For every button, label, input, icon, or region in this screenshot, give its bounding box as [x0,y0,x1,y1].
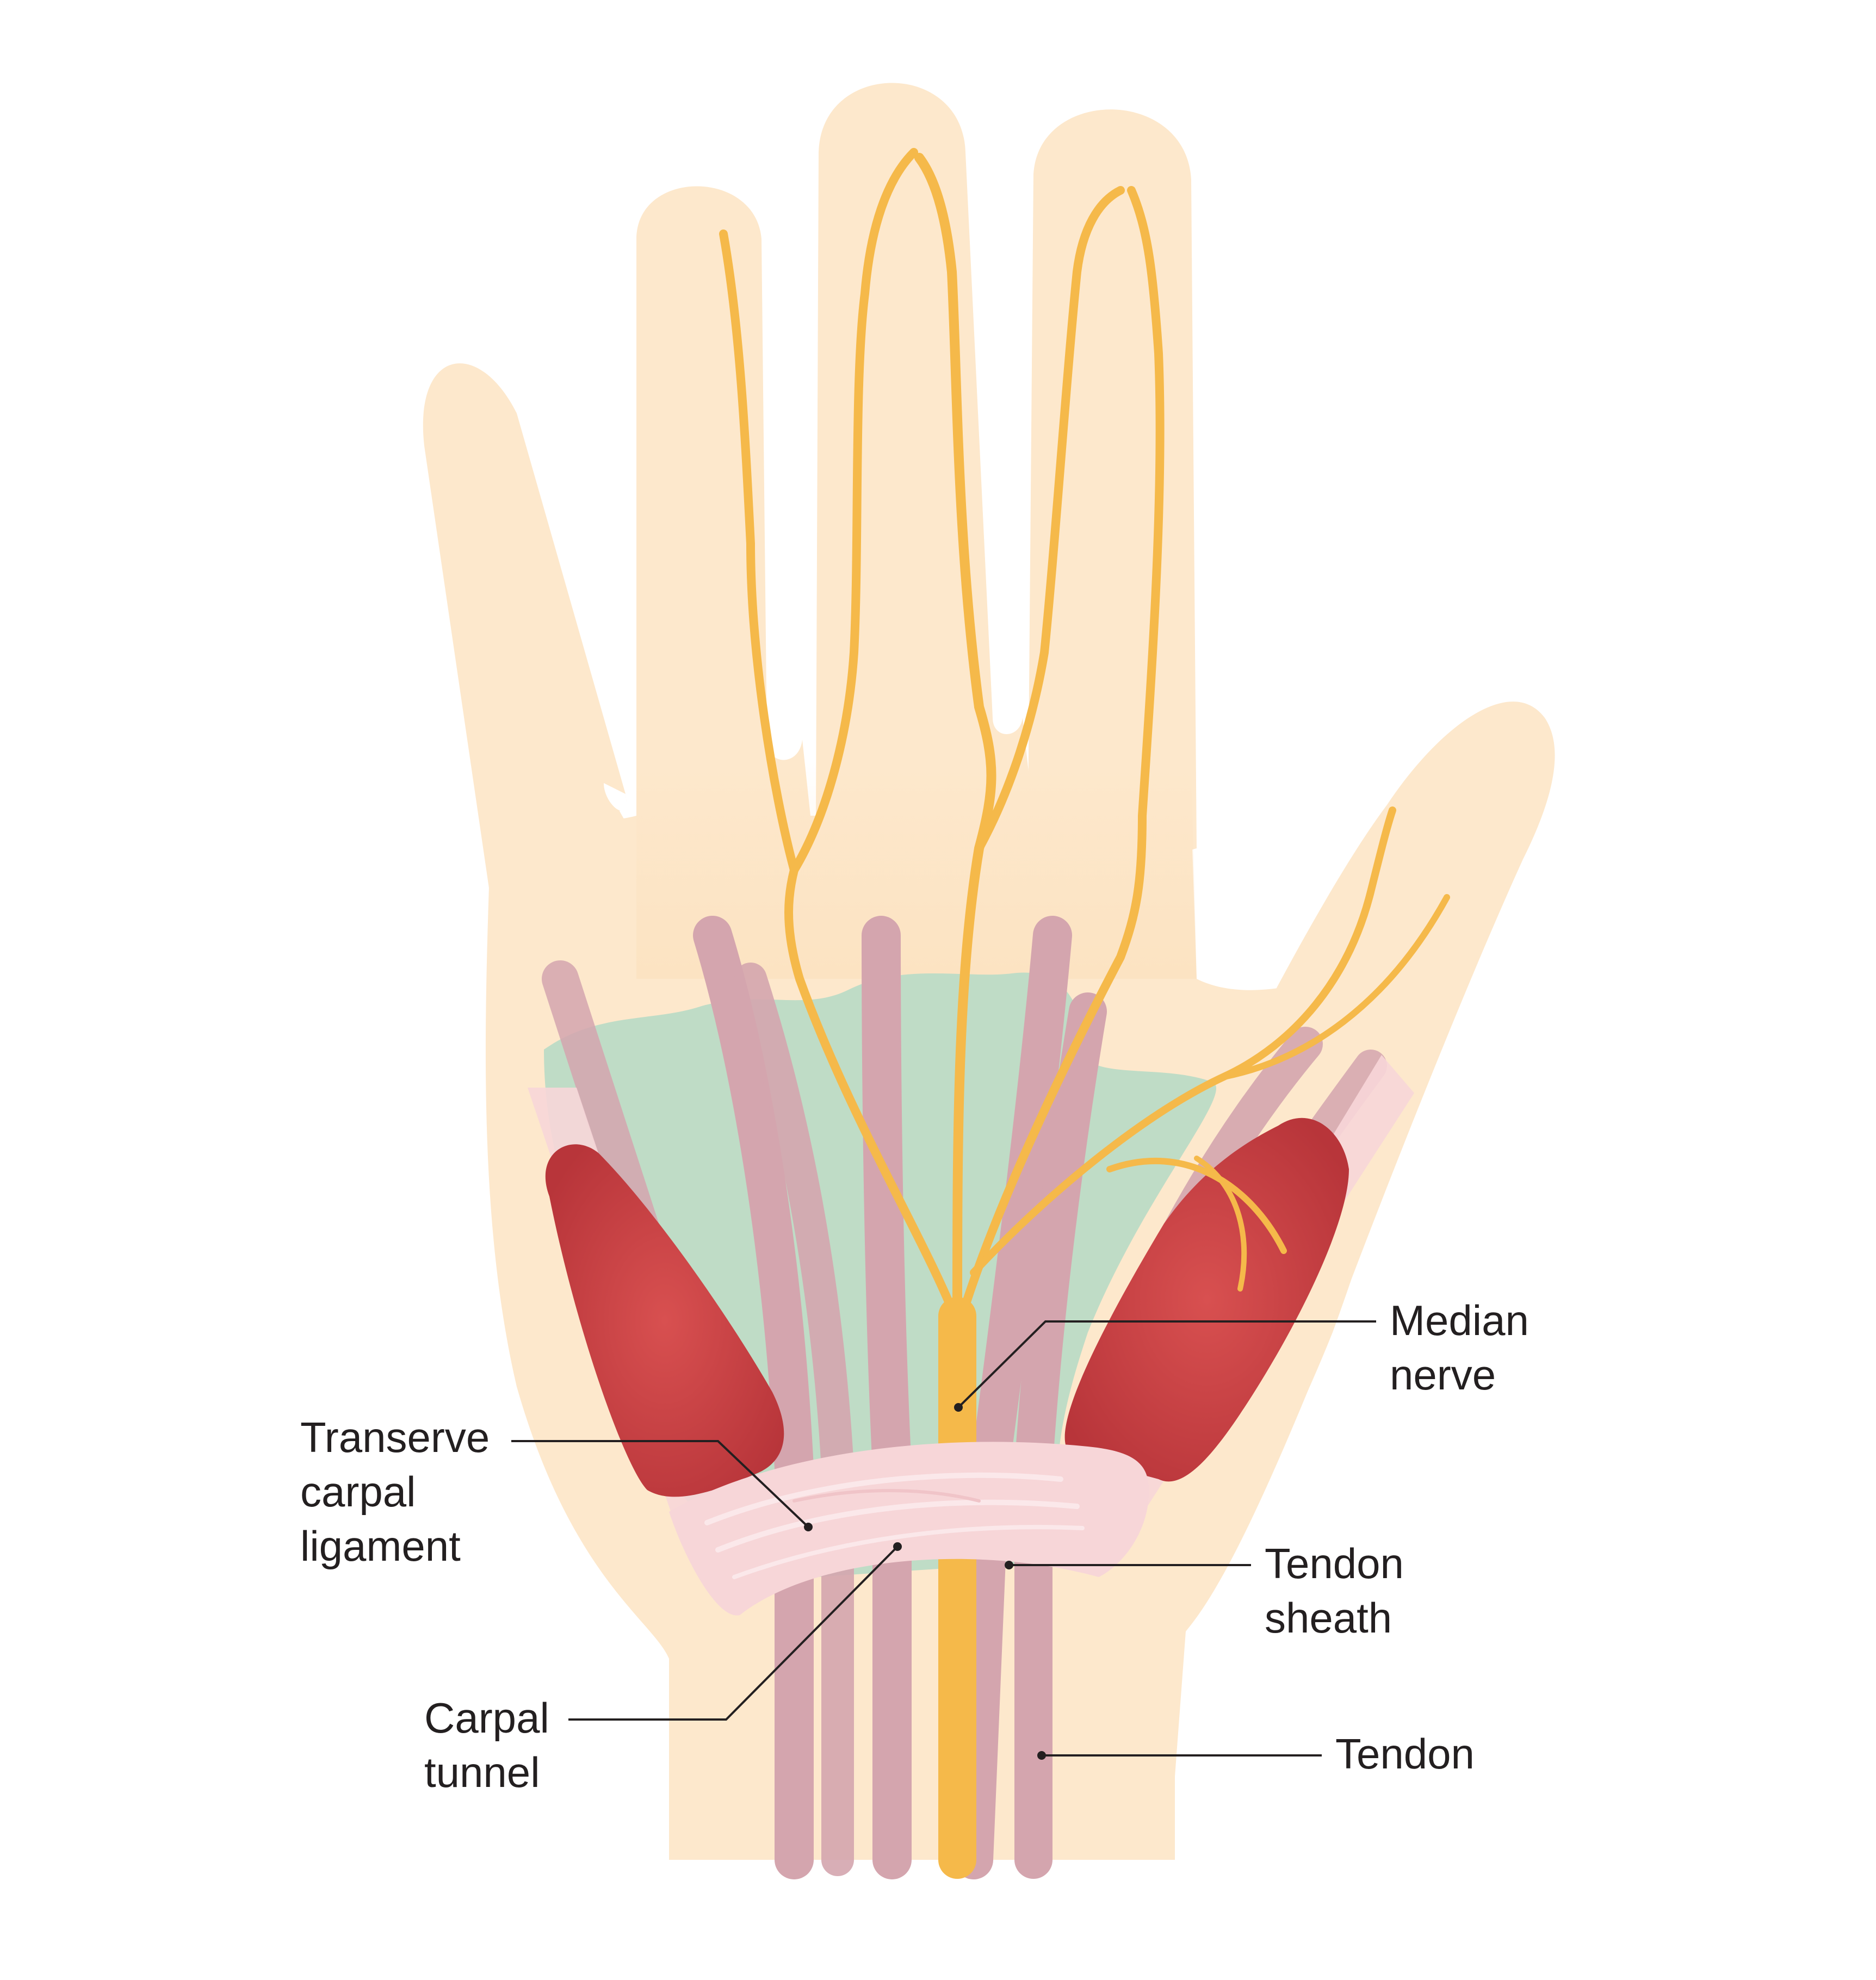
hypothenar-muscle [545,1144,784,1497]
median-nerve-branch [719,229,959,1320]
tendon-sheath-label: Tendon sheath [1265,1540,1416,1642]
tendon-pointer [1037,1751,1046,1760]
carpal-tunnel-label: Carpal tunnel [424,1694,561,1796]
annotations: Median nerve Transerve carpal ligament T… [300,1296,1541,1796]
tendon [1014,992,1107,1879]
median-nerve-branch [1221,894,1450,1080]
ligament-label: Transerve carpal ligament [300,1413,501,1570]
tendon-label: Tendon [1335,1730,1475,1778]
median-nerve-pointer [954,1403,963,1412]
median-nerve-recurrent-branch [1194,1156,1247,1292]
carpal-tunnel-leader [568,1545,899,1721]
median-nerve-branch [970,806,1396,1276]
carpal-tunnel-pointer [893,1542,902,1551]
median-nerve-label: Median nerve [1390,1296,1541,1399]
thenar-muscle [1064,1118,1349,1482]
ligament-leader [511,1440,809,1528]
tendon-sheath-pointer [1005,1561,1013,1569]
muscles [528,1055,1414,1523]
thumb [1169,702,1555,1849]
tendon [734,963,854,1876]
tendon [693,916,814,1879]
median-nerve-branch [790,148,918,874]
ligament-band [669,1442,1149,1616]
tendon [954,916,1072,1879]
ring-finger [1028,109,1197,871]
index-finger [636,186,810,816]
median-nerve-leader [957,1320,1376,1408]
ligament-pointer [804,1523,813,1531]
little-finger [423,363,653,892]
median-nerve-recurrent-branch [1106,1157,1287,1254]
median-nerve-branch [975,186,1125,853]
median-nerve-branch [914,153,996,1321]
median-nerve-branch [961,186,1165,1309]
transverse-carpal-ligament [669,1442,1149,1616]
tendon [862,916,912,1879]
